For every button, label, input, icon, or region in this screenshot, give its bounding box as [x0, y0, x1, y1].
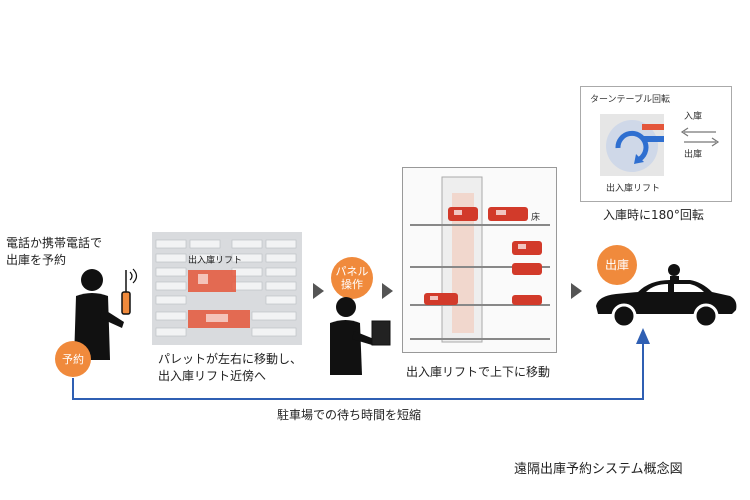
inset-caption: 入庫時に180°回転 [603, 208, 704, 222]
inset-title: ターンテーブル回転 [590, 95, 671, 105]
floor-label: 床 [531, 213, 541, 223]
step1-text-line1: 電話か携帯電話で [6, 236, 103, 250]
flow-arrow-3 [571, 283, 582, 299]
figure-caption: 遠隔出庫予約システム概念図 [514, 462, 683, 477]
panel-operation-badge: パネル 操作 [331, 257, 373, 299]
exit-badge: 出庫 [597, 245, 637, 285]
inset-out-label: 出庫 [684, 150, 703, 160]
lift-building-image [402, 167, 557, 353]
inset-in-label: 入庫 [684, 112, 703, 122]
step3-caption: 出入庫リフトで上下に移動 [406, 365, 551, 379]
car-icon [596, 264, 737, 329]
step2-caption-line2: 出入庫リフト近傍へ [158, 369, 267, 383]
person-panel-icon [330, 297, 391, 375]
flow-arrow-1 [313, 283, 324, 299]
reserve-badge: 予約 [55, 341, 91, 377]
inset-lift-label: 出入庫リフト [606, 184, 661, 194]
turntable-image [600, 114, 664, 176]
step1-text-line2: 出庫を予約 [6, 253, 67, 267]
pallet-warehouse-image [152, 232, 302, 345]
step2-caption-line1: パレットが左右に移動し、 [158, 352, 303, 366]
bottom-caption: 駐車場での待ち時間を短縮 [277, 408, 422, 422]
inset-direction-arrows [680, 127, 720, 147]
warehouse-lift-label: 出入庫リフト [188, 256, 243, 266]
flow-arrow-2 [382, 283, 393, 299]
